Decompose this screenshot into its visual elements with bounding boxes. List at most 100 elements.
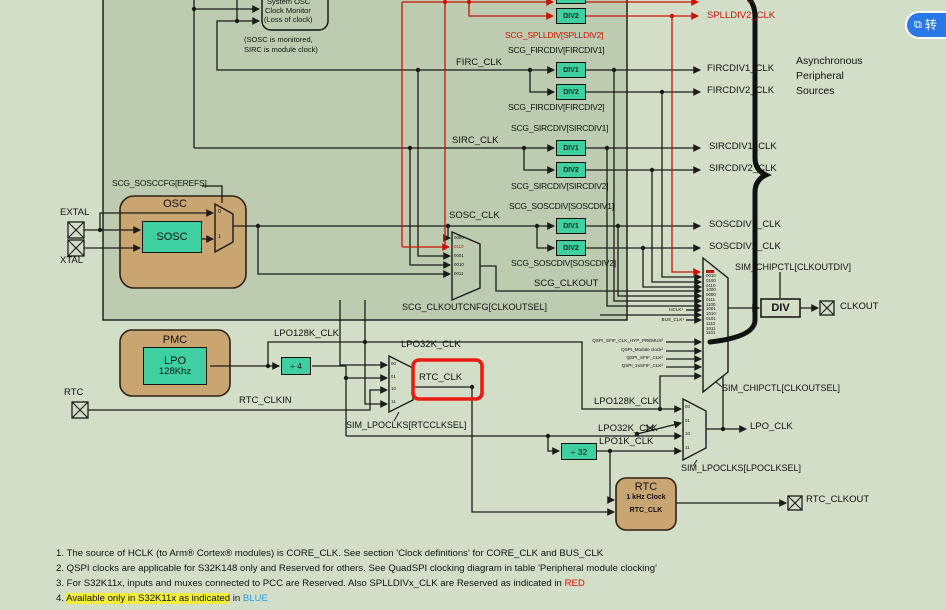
red-wires <box>401 0 702 276</box>
rtc-clkout-pad-icon <box>787 495 803 511</box>
clkoutsel-code-4: 0000 <box>706 292 716 297</box>
async-label-2: Peripheral <box>796 70 844 82</box>
spll-reg-label: SCG_SPLLDIV[SPLLDIV2] <box>505 30 604 40</box>
sim-clkoutsel-mux <box>702 256 729 394</box>
pads <box>67 221 835 511</box>
clkoutsel-code-6: 1100 <box>706 302 716 307</box>
soscdiv2-clk-label: SOSCDIV2_CLK <box>709 241 781 252</box>
splldiv2-clk-label: SPLLDIV2_CLK <box>707 10 776 21</box>
footnote-4-highlight: Available only in S32K11x as indicated <box>66 593 231 604</box>
async-label-1: Asynchronous <box>796 55 863 67</box>
footnote-4-mid: in <box>230 593 243 604</box>
footnote-4-prefix: 4. <box>56 593 67 604</box>
monitor-line1: System OSC <box>267 0 311 6</box>
clkoutcnfg-code-1: 0110 <box>454 244 464 249</box>
lpo-label-1: LPO <box>163 354 186 367</box>
firc-reg-bot: SCG_FIRCDIV[FIRCDIV2] <box>508 102 605 112</box>
red-junction-dots <box>442 0 675 19</box>
div4-box: ÷ 4 <box>281 357 311 375</box>
sirc-reg-bot: SCG_SIRCDIV[SIRCDIV2] <box>511 181 609 191</box>
footnote-4: 4. Available only in S32K11x as indicate… <box>56 593 268 604</box>
lpoclksel-reg-label: SIM_LPOCLKS[LPOCLKSEL] <box>681 463 802 473</box>
rtcclksel-code-3: 11 <box>391 399 396 404</box>
clkoutcnfg-reg-label: SCG_CLKOUTCNFG[CLKOUTSEL] <box>402 302 548 312</box>
clkout-pin-label: CLKOUT <box>840 301 879 312</box>
footnote-2: 2. QSPI clocks are applicable for S32K14… <box>56 563 657 574</box>
sosc-reg-bot: SCG_SOSCDIV[SOSCDIV2] <box>511 258 616 268</box>
div32-box: ÷ 32 <box>561 443 597 460</box>
mux-shapes <box>214 202 801 467</box>
clkoutsel-code-10: 1110 <box>706 321 716 326</box>
osc-bypass-mux <box>214 202 234 254</box>
rtc-sub1: 1 kHz Clock <box>626 494 666 501</box>
div4-label: ÷ 4 <box>290 361 302 371</box>
clkoutsel-code-8: 1010 <box>706 311 716 316</box>
clkoutsel-code-5: 0111 <box>706 297 716 302</box>
footnote-1: 1. The source of HCLK (to Arm® Cortex® m… <box>56 548 604 559</box>
rtc-pin-label: RTC <box>64 387 84 398</box>
firc-div2-block: DIV2 <box>556 84 586 100</box>
rtcclksel-reg-label: SIM_LPOCLKS[RTCCLKSEL] <box>346 420 467 430</box>
xtal-pad-icon <box>67 239 85 257</box>
rtcclksel-mux <box>388 354 414 414</box>
osc-mux-code-1: 1 <box>218 234 222 240</box>
sosc-reg-top: SCG_SOSCDIV[SOSCDIV1] <box>509 201 614 211</box>
lpoclksel-code-2: 10 <box>685 431 690 436</box>
translate-page-icon: ⧉ <box>914 18 922 31</box>
lpo32k-label-top: LPO32K_CLK <box>401 339 461 350</box>
lpo1k-label: LPO1K_CLK <box>599 436 654 447</box>
sosc-clk-label: SOSC_CLK <box>449 210 500 221</box>
lpoclksel-code-1: 01 <box>685 418 690 423</box>
sosc-div1-block: DIV1 <box>556 218 586 234</box>
lpo128k-label-top: LPO128K_CLK <box>274 328 339 339</box>
sirc-div1-block: DIV1 <box>556 140 586 156</box>
rtc-clkin-label: RTC_CLKIN <box>239 395 292 406</box>
footnote-3: 3. For S32K11x, inputs and muxes connect… <box>56 578 585 589</box>
clkoutcnfg-code-3: 0010 <box>454 262 464 267</box>
clkoutsel-code-1: 0100 <box>706 278 716 283</box>
osc-mux-code-0: 0 <box>218 209 222 215</box>
async-label-3: Sources <box>796 85 835 97</box>
lpo-label-2: 128Khz <box>158 365 192 377</box>
monitor-line2: Clock Monitor <box>265 6 311 15</box>
rtcclksel-label-leader <box>393 411 400 422</box>
junction-dots <box>97 6 726 454</box>
clkout-div-box <box>760 298 801 318</box>
firc-clk-label: FIRC_CLK <box>456 57 502 68</box>
clock-monitor-box <box>261 0 329 31</box>
monitor-note2: SIRC is module clock) <box>244 45 318 54</box>
lpoclksel-mux <box>682 397 707 462</box>
clkoutsel-code-7: 1001 <box>706 306 716 311</box>
qspi-premux-input-label: QSPI_SFIF_CLK_HYP_PREMUX² <box>592 338 663 343</box>
async-sources-brace <box>707 0 773 345</box>
qspi-sfif-input-label: QSPI_SFIF_CLK² <box>626 355 663 360</box>
sosc-box: SOSC <box>142 221 202 253</box>
firc-reg-top: SCG_FIRCDIV[FIRCDIV1] <box>508 45 605 55</box>
translate-button[interactable]: ⧉ 转 <box>905 11 946 39</box>
footnote-3-text: 3. For S32K11x, inputs and muxes connect… <box>56 578 565 589</box>
clkoutsel-label-leader <box>715 381 723 388</box>
rtcclksel-code-1: 01 <box>391 374 396 379</box>
rtc-clk-annotation-box <box>411 358 484 401</box>
rtcclksel-code-2: 10 <box>391 386 396 391</box>
lpoclksel-code-3: 11 <box>685 445 690 450</box>
hclk-input-label: HCLK¹ <box>669 307 683 312</box>
lpoclksel-code-0: 00 <box>685 404 690 409</box>
rtcclksel-code-0: 00 <box>391 361 396 366</box>
rtc-clkout-pin-label: RTC_CLKOUT <box>806 494 870 505</box>
clkoutsel-code-9: 0101 <box>706 316 716 321</box>
sirc-div2-block: DIV2 <box>556 162 586 178</box>
scg-clkout-label: SCG_CLKOUT <box>534 278 599 289</box>
clkoutsel-code-0: 0010 <box>706 273 716 278</box>
lpo32k-label-bot: LPO32K_CLK <box>598 423 658 434</box>
clkoutcnfg-code-4: 0011 <box>454 271 464 276</box>
pmc-title: PMC <box>162 334 188 346</box>
monitor-note1: (SOSC is monitored, <box>244 35 313 44</box>
soscfg-reg-label: SCG_SOSCCFG[EREFS] <box>112 178 207 188</box>
clkoutsel-reg-label: SIM_CHIPCTL[CLKOUTSEL] <box>722 383 841 393</box>
div32-label: ÷ 32 <box>570 446 588 457</box>
rtc-sub2: RTC_CLK <box>629 507 663 514</box>
translate-button-label: 转 <box>924 18 937 32</box>
sirc-clk-label: SIRC_CLK <box>452 135 499 146</box>
